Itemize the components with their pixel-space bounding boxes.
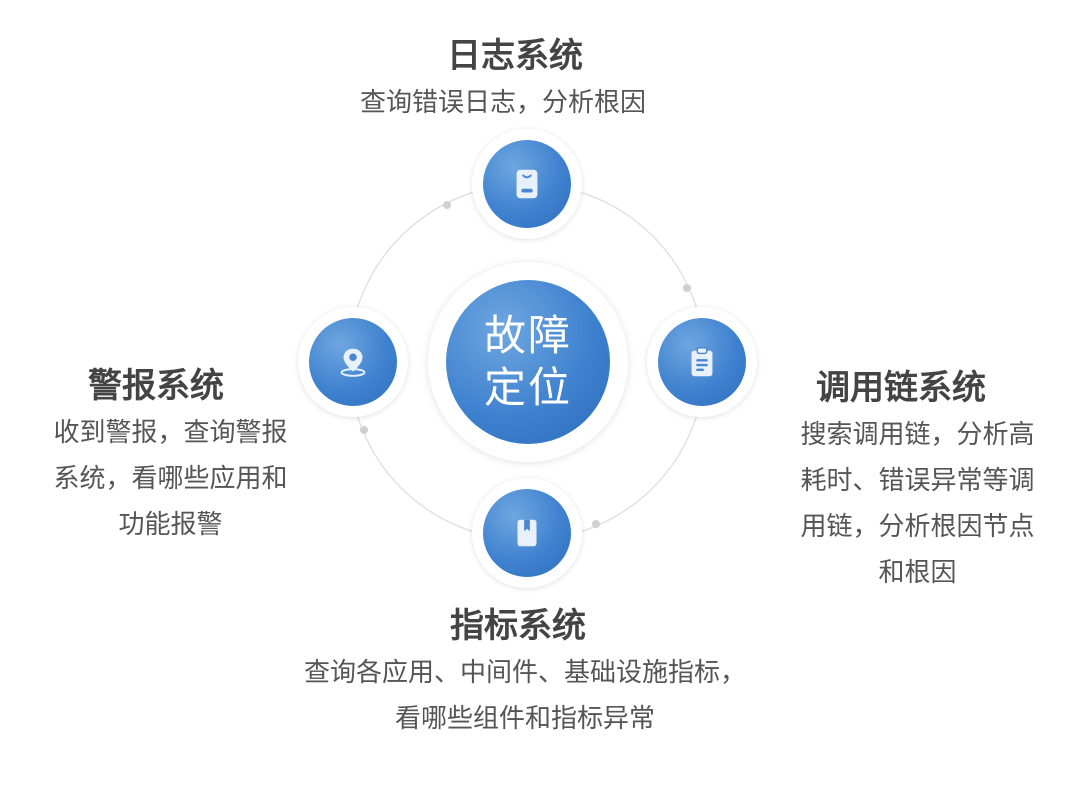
orbit-dot bbox=[592, 520, 600, 528]
tracing-desc-line: 耗时、错误异常等调 bbox=[800, 466, 1035, 496]
orbit-dot bbox=[443, 201, 451, 209]
metrics-title: 指标系统 bbox=[450, 606, 586, 646]
metrics-node-circle bbox=[483, 489, 571, 577]
alerts-title: 警报系统 bbox=[88, 366, 224, 406]
clipboard-icon bbox=[691, 347, 713, 377]
tracing-desc-line: 和根因 bbox=[878, 558, 957, 588]
logs-desc: 查询错误日志，分析根因 bbox=[360, 80, 646, 126]
tracing-title: 调用链系统 bbox=[816, 368, 986, 408]
alerts-desc-line: 收到警报，查询警报 bbox=[53, 418, 288, 448]
alerts-node bbox=[298, 307, 408, 417]
orbit-dot bbox=[683, 284, 691, 292]
tracing-desc: 搜索调用链，分析高 耗时、错误异常等调 用链，分析根因节点 和根因 bbox=[780, 412, 1055, 596]
metrics-node bbox=[472, 478, 582, 588]
logs-node bbox=[472, 129, 582, 239]
center-node: 故障 定位 bbox=[428, 262, 628, 462]
alerts-desc-line: 功能报警 bbox=[118, 510, 223, 540]
center-label-line2: 定位 bbox=[483, 363, 572, 412]
orbit-dot bbox=[360, 426, 368, 434]
tracing-desc-line: 用链，分析根因节点 bbox=[800, 512, 1035, 542]
logs-title: 日志系统 bbox=[447, 36, 583, 76]
id-badge-icon bbox=[516, 169, 538, 199]
tracing-desc-line: 搜索调用链，分析高 bbox=[800, 420, 1035, 450]
location-pin-icon bbox=[340, 348, 366, 377]
alerts-desc-line: 系统，看哪些应用和 bbox=[53, 464, 288, 494]
logs-desc-line: 查询错误日志，分析根因 bbox=[360, 88, 647, 118]
metrics-desc-line: 看哪些组件和指标异常 bbox=[394, 704, 655, 734]
metrics-desc-line: 查询各应用、中间件、基础设施指标， bbox=[303, 658, 746, 688]
alerts-desc: 收到警报，查询警报 系统，看哪些应用和 功能报警 bbox=[28, 410, 313, 548]
metrics-desc: 查询各应用、中间件、基础设施指标， 看哪些组件和指标异常 bbox=[240, 650, 810, 742]
alerts-node-circle bbox=[309, 318, 397, 406]
bookmark-icon bbox=[517, 519, 537, 547]
logs-node-circle bbox=[483, 140, 571, 228]
tracing-node-circle bbox=[658, 318, 746, 406]
center-label-line1: 故障 bbox=[483, 311, 572, 360]
tracing-node bbox=[647, 307, 757, 417]
center-circle: 故障 定位 bbox=[446, 280, 610, 444]
